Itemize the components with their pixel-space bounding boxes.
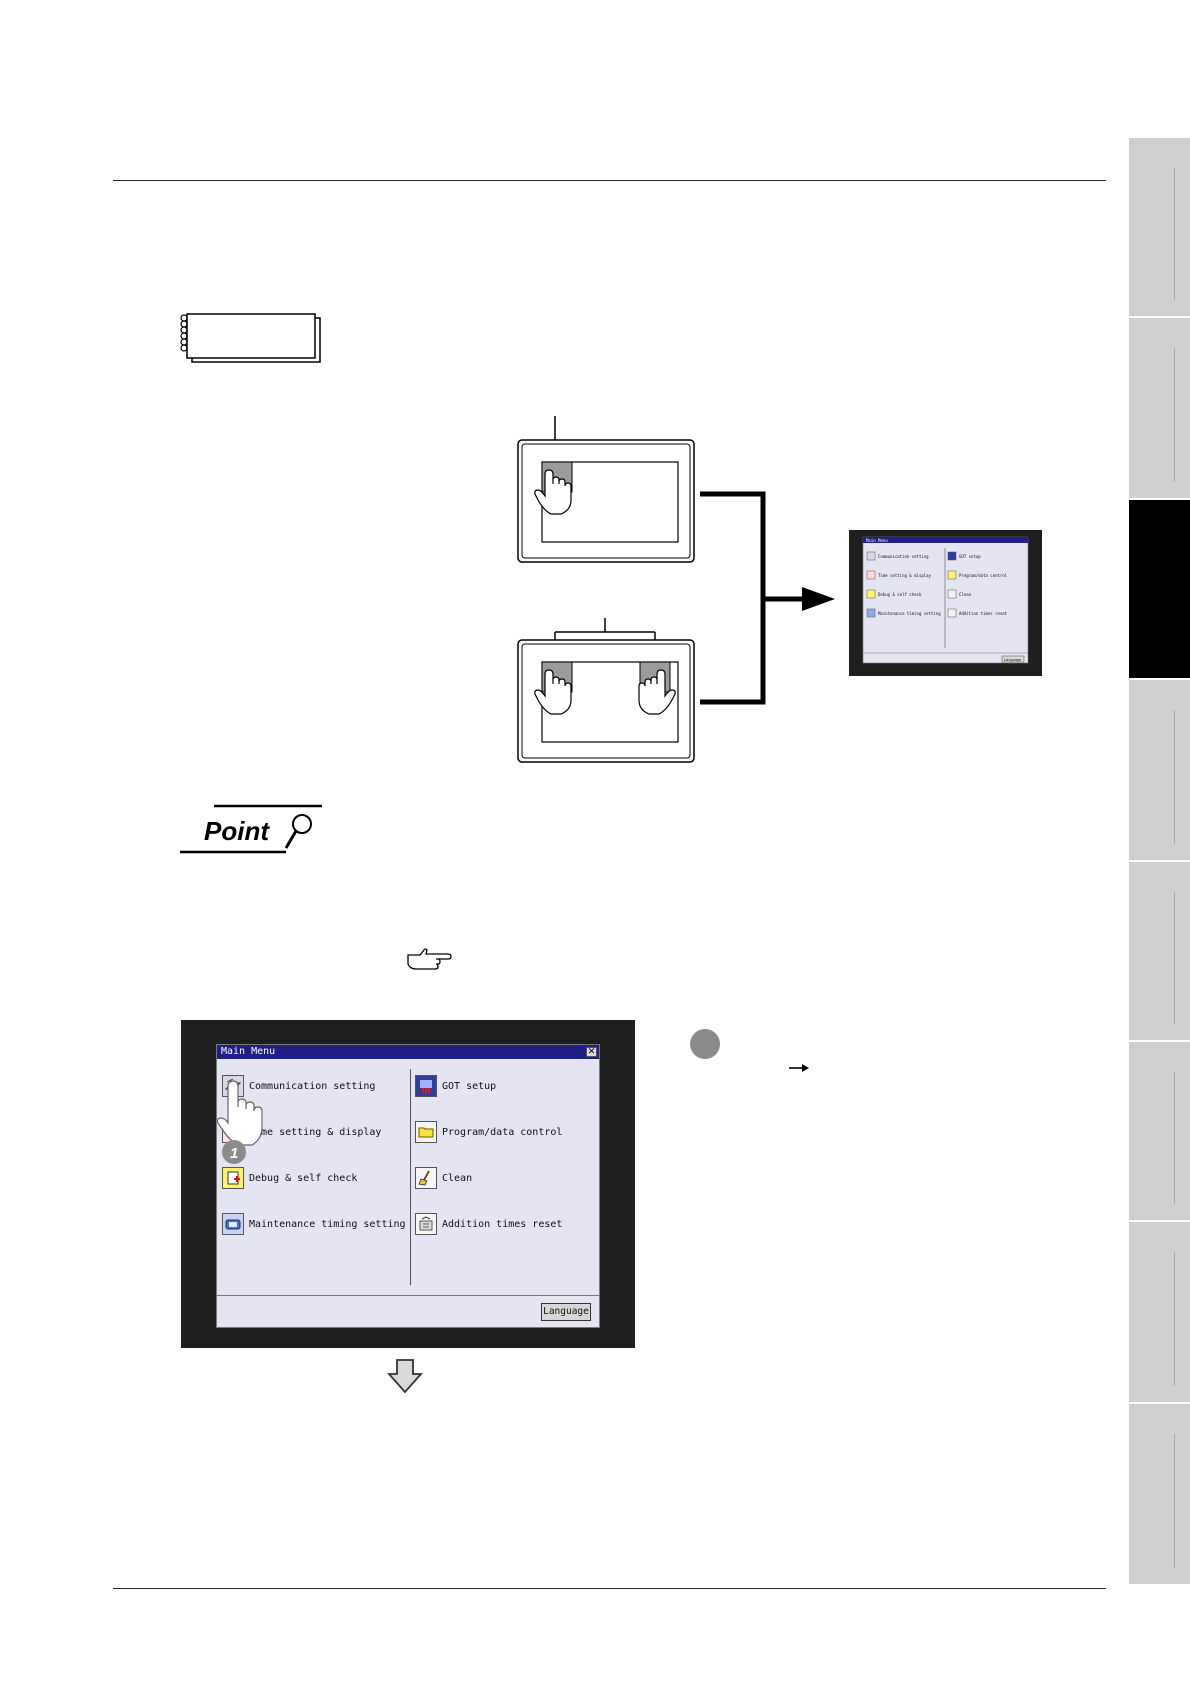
menu-item-clean[interactable]: Clean: [415, 1165, 472, 1191]
step-bullet: [690, 1029, 720, 1059]
header-rule: [113, 180, 1106, 181]
menu-item-program-data-control[interactable]: Program/data control: [415, 1119, 562, 1145]
mini-window-title: Main Menu: [866, 538, 888, 543]
mini-item: GOT setup: [959, 554, 981, 559]
maintenance-icon: [222, 1213, 244, 1235]
got-setup-icon: [415, 1075, 437, 1097]
menu-item-label: Maintenance timing setting: [249, 1218, 406, 1230]
close-button[interactable]: ✕: [586, 1047, 597, 1057]
folder-icon: [415, 1121, 437, 1143]
menu-column-divider: [410, 1069, 411, 1285]
chapter-tab-1[interactable]: [1129, 138, 1190, 318]
main-menu-window: Main Menu ✕ Communication setting Time s…: [216, 1044, 600, 1328]
menu-item-label: Time setting & display: [249, 1126, 382, 1138]
mini-language-button: Language: [1004, 658, 1021, 662]
mini-item: Clean: [959, 592, 972, 597]
mini-item: Program/data control: [959, 573, 1008, 578]
chapter-tab-2[interactable]: [1129, 318, 1190, 500]
mini-item: Debug & self check: [878, 592, 922, 597]
remark-notebook-icon: [180, 313, 321, 363]
menu-item-maintenance-timing-setting[interactable]: Maintenance timing setting: [222, 1211, 406, 1237]
menu-item-debug-self-check[interactable]: Debug & self check: [222, 1165, 357, 1191]
menu-item-label: Clean: [442, 1172, 473, 1184]
mini-item: Communication setting: [878, 554, 929, 559]
menu-item-got-setup[interactable]: GOT setup: [415, 1073, 496, 1099]
reset-icon: [415, 1213, 437, 1235]
mini-item: Maintenance timing setting: [878, 611, 941, 616]
footer-rule: [113, 1588, 1106, 1589]
reference-pointing-hand-icon: [407, 948, 452, 970]
point-label: Point: [204, 816, 270, 846]
menu-footer-divider: [217, 1295, 599, 1296]
mini-item: Time setting & display: [878, 573, 932, 578]
chapter-tab-3-active[interactable]: [1129, 500, 1190, 680]
menu-item-addition-times-reset[interactable]: Addition times reset: [415, 1211, 562, 1237]
menu-item-label: Communication setting: [249, 1080, 376, 1092]
menu-item-label: Addition times reset: [442, 1218, 563, 1230]
right-arrow-icon: [789, 1064, 809, 1072]
menu-item-label: Program/data control: [442, 1126, 563, 1138]
menu-item-label: GOT setup: [442, 1080, 497, 1092]
tapping-hand-icon: 1: [216, 1080, 263, 1164]
touch-diagram: Main Menu Communication setting Time set…: [517, 416, 1042, 763]
chapter-tab-5[interactable]: [1129, 862, 1190, 1042]
clean-icon: [415, 1167, 437, 1189]
down-arrow-icon: [386, 1359, 424, 1394]
debug-icon: [222, 1167, 244, 1189]
main-menu-title: Main Menu: [221, 1046, 276, 1057]
language-button[interactable]: Language: [541, 1303, 591, 1321]
step-marker-number: 1: [230, 1145, 238, 1162]
point-badge: Point: [180, 804, 322, 854]
menu-item-label: Debug & self check: [249, 1172, 358, 1184]
chapter-tab-4[interactable]: [1129, 680, 1190, 862]
chapter-tab-6[interactable]: [1129, 1042, 1190, 1222]
got-main-menu-screen: Main Menu ✕ Communication setting Time s…: [181, 1020, 635, 1348]
chapter-tab-7[interactable]: [1129, 1222, 1190, 1404]
main-menu-title-bar: Main Menu ✕: [217, 1045, 599, 1059]
chapter-tab-8[interactable]: [1129, 1404, 1190, 1586]
mini-item: Addition times reset: [959, 611, 1008, 616]
